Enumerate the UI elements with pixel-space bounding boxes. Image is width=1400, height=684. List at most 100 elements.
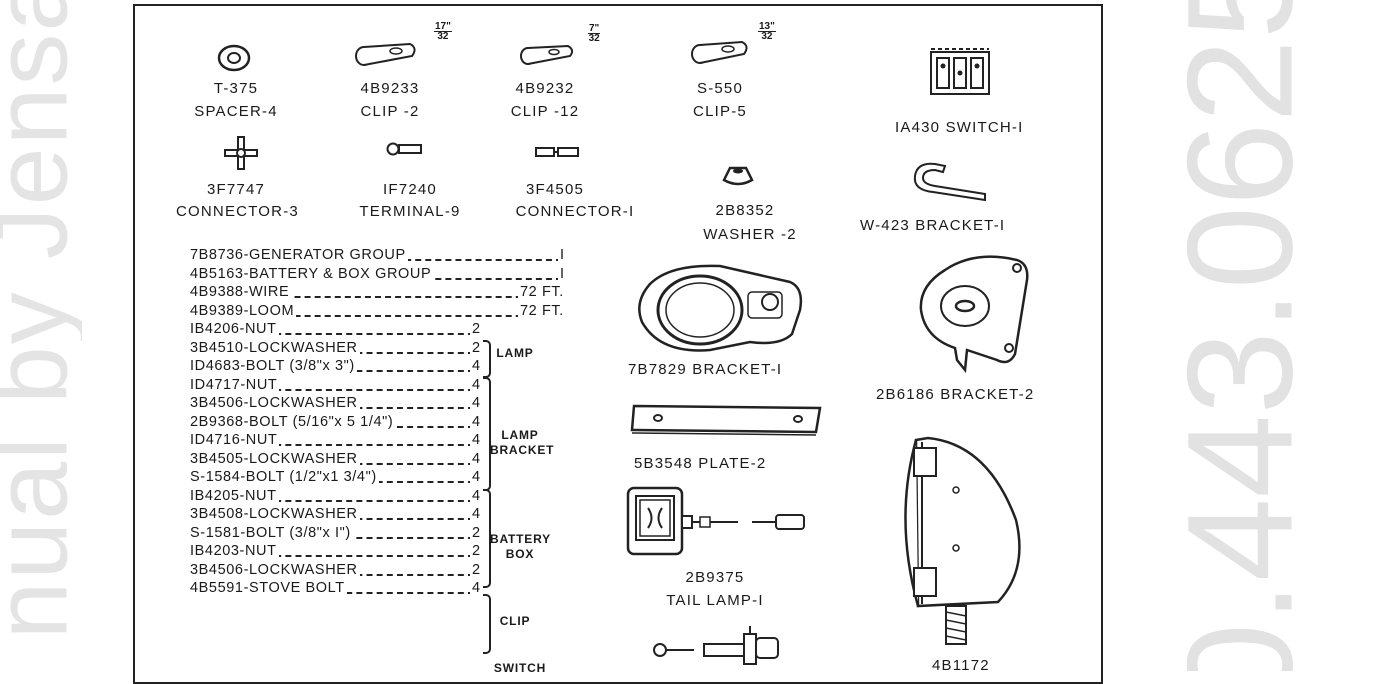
parts-list-qty: 2	[470, 321, 481, 337]
plate-icon	[630, 404, 822, 436]
size-fraction: 13"32	[758, 21, 776, 42]
bracket-hook-icon	[913, 162, 986, 202]
part-number: IF7240	[383, 181, 437, 198]
part-caption: 4B1172	[932, 657, 990, 674]
parts-list-qty: 4	[470, 413, 481, 430]
group-label-switch: SWITCH	[493, 661, 547, 675]
group-brace	[483, 594, 491, 654]
switch-icon	[930, 48, 990, 95]
parts-list-label: IB4206-NUT	[190, 321, 279, 337]
toggle-switch-icon	[653, 626, 779, 665]
part-number: T-375	[213, 80, 259, 97]
part-caption: W-423 BRACKET-I	[860, 217, 1006, 234]
parts-list-qty: 2	[470, 339, 481, 356]
part-label: TERMINAL-9	[359, 203, 461, 220]
parts-list-row: 3B4506-LOCKWASHER 2	[190, 561, 570, 581]
watermark-left: nual by Jensale	[0, 0, 82, 640]
leader-line	[194, 499, 474, 502]
parts-list-row: IB4205-NUT 4	[190, 487, 570, 507]
parts-list-qty: 72 FT.	[518, 284, 564, 300]
connector-cross-icon	[224, 136, 258, 170]
terminal-icon	[386, 142, 422, 156]
parts-list-qty: 4	[470, 376, 481, 393]
leader-line	[194, 314, 562, 317]
parts-list-qty: 2	[470, 543, 481, 559]
group-brace	[483, 489, 491, 588]
parts-list-label: 4B5591-STOVE BOLT	[190, 580, 347, 596]
leader-line	[194, 444, 474, 446]
part-label: TAIL LAMP-I	[666, 592, 764, 609]
part-label: SPACER-4	[194, 103, 278, 120]
parts-list-qty: 4	[470, 395, 481, 411]
leader-line	[194, 333, 474, 335]
parts-list-label: 4B5163-BATTERY & BOX GROUP	[190, 265, 434, 282]
clip-icon	[691, 40, 748, 64]
part-label: WASHER -2	[703, 226, 797, 243]
parts-list-row: 4B9388-WIRE 72 FT.	[190, 284, 570, 303]
parts-list-qty: 4	[470, 358, 481, 374]
leader-line	[194, 555, 474, 557]
parts-list-qty: 4	[470, 580, 481, 596]
parts-list-label: 3B4510-LOCKWASHER	[190, 339, 360, 356]
part-label: CLIP -12	[510, 103, 580, 120]
part-label: CLIP-5	[693, 103, 747, 120]
clip-icon	[355, 42, 416, 66]
part-number: 3F4505	[525, 181, 585, 198]
parts-list-qty: 4	[470, 469, 481, 485]
parts-list-row: 4B5163-BATTERY & BOX GROUP I	[190, 265, 570, 285]
parts-list-label: 2B9368-BOLT (5/16"x 5 1/4")	[190, 413, 396, 430]
parts-list-label: 7B8736-GENERATOR GROUP	[190, 247, 408, 263]
parts-list-label: ID4717-NUT	[190, 376, 280, 393]
part-number: 4B9233	[360, 80, 420, 97]
part-number: 2B8352	[715, 202, 775, 219]
parts-list-qty: 4	[470, 487, 481, 504]
parts-list-row: ID4717-NUT 4	[190, 376, 570, 396]
parts-list-row: IB4203-NUT 2	[190, 543, 570, 562]
part-number: 3F7747	[206, 181, 266, 198]
part-caption: 2B6186 BRACKET-2	[876, 386, 1035, 403]
parts-list-label: 3B4506-LOCKWASHER	[190, 561, 360, 578]
parts-list-label: IB4205-NUT	[190, 487, 279, 504]
parts-list-row: ID4683-BOLT (3/8"x 3") 4	[190, 358, 570, 377]
leader-line	[194, 388, 474, 391]
size-fraction: 7"32	[588, 23, 601, 44]
washer-icon	[722, 166, 754, 186]
group-label-lamp: LAMP	[496, 346, 534, 360]
parts-list-qty: I	[558, 247, 565, 263]
parts-list-qty: 72 FT.	[518, 302, 564, 319]
parts-list-qty: 4	[470, 450, 481, 467]
parts-list-row: 7B8736-GENERATOR GROUP I	[190, 247, 570, 266]
part-label: CONNECTOR-I	[515, 203, 635, 220]
parts-list-label: 3B4508-LOCKWASHER	[190, 506, 360, 522]
parts-list-label: IB4203-NUT	[190, 543, 279, 559]
bracket-plate-icon	[919, 255, 1029, 374]
parts-list-row: 3B4510-LOCKWASHER 2	[190, 339, 570, 359]
part-label: CONNECTOR-3	[176, 203, 299, 220]
bracket-ring-icon	[638, 264, 803, 352]
parts-list-qty: I	[558, 265, 565, 282]
watermark-right: 0.443.0625	[1160, 0, 1320, 671]
group-label-clip: CLIP	[499, 614, 531, 628]
parts-list-label: ID4716-NUT	[190, 432, 280, 448]
spacer-icon	[217, 44, 251, 72]
parts-list-label: 3B4505-LOCKWASHER	[190, 450, 360, 467]
clip-icon	[520, 44, 574, 65]
parts-list-label: S-1581-BOLT (3/8"x I")	[190, 524, 353, 541]
part-label: CLIP -2	[360, 103, 420, 120]
parts-list-qty: 2	[470, 561, 481, 578]
parts-list-row: S-1581-BOLT (3/8"x I")2	[190, 524, 570, 544]
parts-list-label: 4B9388-WIRE	[190, 284, 292, 300]
part-number: 4B9232	[515, 80, 575, 97]
parts-list-label: ID4683-BOLT (3/8"x 3")	[190, 358, 357, 374]
parts-list-row: 3B4506-LOCKWASHER 4	[190, 395, 570, 414]
part-number: S-550	[696, 80, 744, 97]
parts-list-label: 3B4506-LOCKWASHER	[190, 395, 360, 411]
part-caption: 7B7829 BRACKET-I	[628, 361, 783, 378]
parts-list-row: IB4206-NUT 2	[190, 321, 570, 340]
